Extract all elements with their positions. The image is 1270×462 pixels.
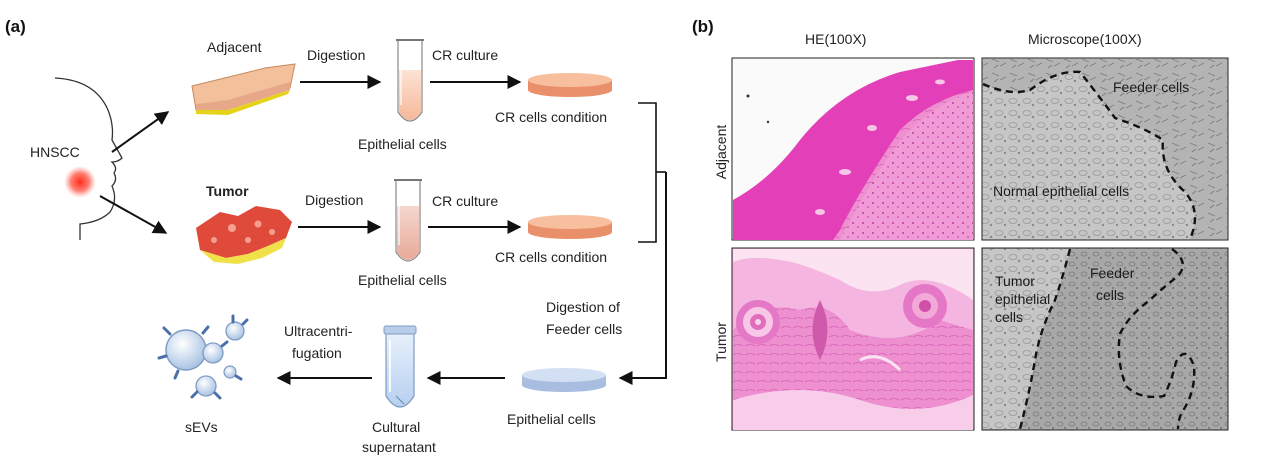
sevs-label: sEVs bbox=[185, 419, 218, 435]
panel-b-label: (b) bbox=[692, 17, 714, 36]
he-adjacent-image bbox=[731, 57, 975, 241]
epithelial-label-3: Epithelial cells bbox=[507, 411, 596, 427]
feeder-cells-label-top: Feeder cells bbox=[1113, 79, 1189, 95]
tumor-epithelial-label-line2: epithelial bbox=[995, 291, 1050, 307]
arrow-face-to-adjacent bbox=[111, 111, 170, 153]
epithelial-label-2: Epithelial cells bbox=[358, 272, 447, 288]
bracket-connector bbox=[638, 102, 657, 243]
ultracentri-label-line2: fugation bbox=[292, 345, 342, 361]
tumor-epithelial-label-line1: Tumor bbox=[995, 273, 1035, 289]
cr-culture-label-2: CR culture bbox=[432, 193, 498, 209]
arrow-face-to-tumor bbox=[99, 195, 168, 234]
row-label-tumor: Tumor bbox=[713, 322, 729, 362]
normal-epithelial-label: Normal epithelial cells bbox=[993, 183, 1129, 199]
boundary-dashed-line-tumor-right bbox=[1117, 248, 1196, 430]
cr-condition-label-1: CR cells condition bbox=[495, 109, 607, 125]
microscope-adjacent-image: Feeder cells Normal epithelial cells bbox=[981, 57, 1229, 241]
tube-tumor-icon bbox=[394, 179, 422, 262]
column-header-he: HE(100X) bbox=[805, 31, 866, 47]
boundary-dashed-line-adjacent bbox=[982, 70, 1197, 240]
adjacent-tissue-icon bbox=[191, 63, 296, 115]
panel-a-label: (a) bbox=[5, 17, 26, 36]
dish-epithelial-icon bbox=[522, 368, 606, 392]
tumor-label: Tumor bbox=[206, 183, 249, 199]
boundary-dashed-line-tumor-left bbox=[1018, 248, 1072, 430]
tube-supernatant-icon bbox=[383, 325, 417, 408]
cultural-label-line2: supernatant bbox=[362, 439, 436, 455]
tumor-tissue-icon bbox=[196, 206, 292, 264]
he-tumor-image bbox=[731, 247, 975, 431]
face-profile-outline bbox=[54, 77, 123, 240]
column-header-microscope: Microscope(100X) bbox=[1028, 31, 1142, 47]
epithelial-label-1: Epithelial cells bbox=[358, 136, 447, 152]
dish-cr-condition-2-icon bbox=[528, 215, 612, 239]
cr-condition-label-2: CR cells condition bbox=[495, 249, 607, 265]
adjacent-label: Adjacent bbox=[207, 39, 262, 55]
arrow-bracket-to-dish bbox=[618, 172, 667, 385]
sevs-vesicles-icon bbox=[157, 314, 249, 400]
tumor-spot-icon bbox=[64, 166, 96, 198]
tumor-epithelial-label-line3: cells bbox=[995, 309, 1023, 325]
dish-cr-condition-1-icon bbox=[528, 73, 612, 97]
ultracentri-label-line1: Ultracentri- bbox=[284, 323, 353, 339]
digestion-label-1: Digestion bbox=[307, 47, 365, 63]
feeder-cells-label-bottom-line2: cells bbox=[1096, 287, 1124, 303]
row-label-adjacent: Adjacent bbox=[713, 125, 729, 180]
cr-culture-label-1: CR culture bbox=[432, 47, 498, 63]
digestion-label-2: Digestion bbox=[305, 192, 363, 208]
tube-adjacent-icon bbox=[396, 39, 424, 122]
cultural-label-line1: Cultural bbox=[372, 419, 420, 435]
feeder-cells-label-bottom-line1: Feeder bbox=[1090, 265, 1135, 281]
digestion-feeder-label-line1: Digestion of bbox=[546, 299, 620, 315]
microscope-tumor-image: Tumor epithelial cells Feeder cells bbox=[981, 247, 1229, 431]
hnscc-label: HNSCC bbox=[30, 144, 80, 160]
digestion-feeder-label-line2: Feeder cells bbox=[546, 321, 622, 337]
